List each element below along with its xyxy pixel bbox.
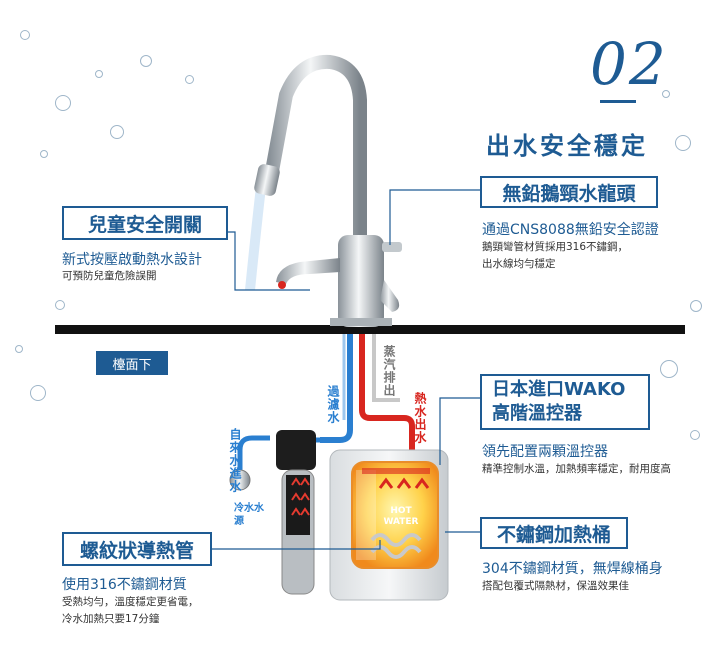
tank-note: 搭配包覆式隔熱材，保溫效果佳 xyxy=(482,580,629,592)
counter-surface xyxy=(55,325,685,334)
faucet-note-2: 出水線均勻穩定 xyxy=(482,258,556,270)
steam-exhaust-label: 蒸汽排出 xyxy=(382,345,396,397)
hot-water-out-label: 熱水出水 xyxy=(413,392,427,444)
filtered-water-label: 過濾水 xyxy=(326,385,340,424)
faucet-title: 無鉛鵝頸水龍頭 xyxy=(480,176,658,208)
pipe-note-2: 冷水加熱只要17分鐘 xyxy=(62,613,160,625)
thermostat-title-line-2: 高階溫控器 xyxy=(492,403,582,424)
number-underline xyxy=(600,100,636,103)
cold-water-source-label: 冷水水源 xyxy=(234,503,264,527)
tap-water-pipe xyxy=(237,435,270,470)
child-lock-title: 兒童安全開關 xyxy=(62,206,228,240)
child-lock-note: 可預防兒童危險誤開 xyxy=(62,270,157,282)
faucet-note-1: 鵝頸彎管材質採用316不鏽鋼， xyxy=(482,241,629,253)
thermostat-note: 精準控制水溫，加熱頻率穩定，耐用度高 xyxy=(482,463,671,475)
tap-water-in-label: 自來水進水 xyxy=(228,428,242,493)
filtered-water-pipe xyxy=(320,334,353,443)
pipe-desc: 使用316不鏽鋼材質 xyxy=(62,577,187,593)
pipe-title: 螺紋狀導熱管 xyxy=(62,532,212,566)
section-title: 出水安全穩定 xyxy=(486,132,648,160)
faucet-body xyxy=(338,235,384,327)
hot-handle xyxy=(276,258,340,284)
hot-water-tank-label: HOT WATER xyxy=(383,506,419,527)
cold-handle xyxy=(380,280,400,312)
tank-desc: 304不鏽鋼材質，無焊線桶身 xyxy=(482,561,663,577)
steam-pipe xyxy=(372,334,400,402)
pipe-note-1: 受熱均勻，溫度穩定更省電， xyxy=(62,596,199,608)
child-lock-desc: 新式按壓啟動熱水設計 xyxy=(62,252,202,268)
tank-title: 不鏽鋼加熱桶 xyxy=(480,517,628,549)
thermostat-desc: 領先配置兩顆溫控器 xyxy=(482,444,608,460)
counter-under-label: 檯面下 xyxy=(95,350,169,376)
hot-water-pipe xyxy=(359,334,415,460)
filter-cartridge xyxy=(276,430,316,595)
water-stream xyxy=(245,177,267,291)
faucet-desc: 通過CNS8088無鉛安全認證 xyxy=(482,222,659,238)
section-number: 02 xyxy=(590,30,668,98)
faucet-gooseneck xyxy=(263,54,367,247)
heater-tank xyxy=(329,449,449,601)
thermostat-title-line-1: 日本進口WAKO xyxy=(492,379,626,400)
cold-water-valve xyxy=(229,469,251,491)
thermostat-title: 日本進口WAKO 高階溫控器 xyxy=(480,374,650,430)
